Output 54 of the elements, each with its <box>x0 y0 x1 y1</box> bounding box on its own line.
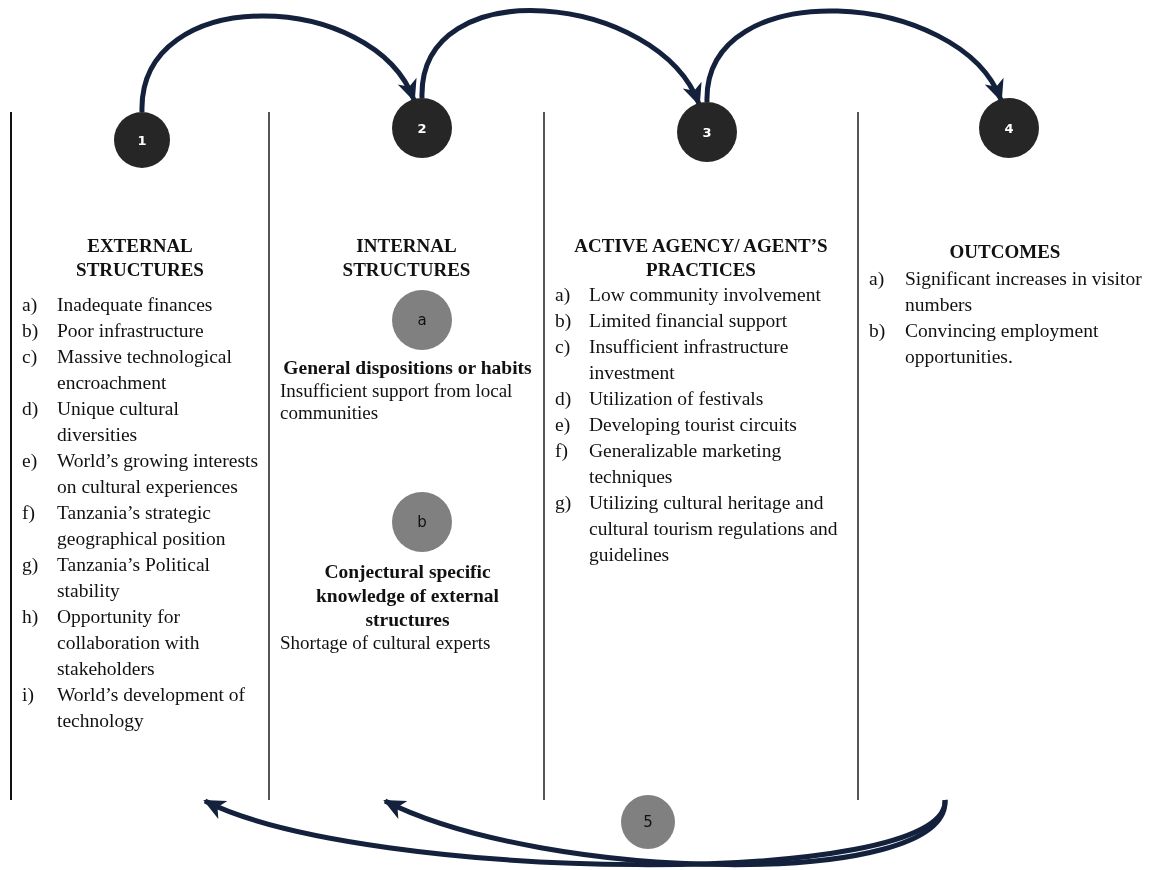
list-item: Tanzania’s strategic geographical position <box>57 501 227 551</box>
list-item: Developing tourist circuits <box>589 413 798 437</box>
list-marker: d) <box>555 387 572 411</box>
list-marker: a) <box>22 293 38 317</box>
curved-arrow <box>419 8 702 106</box>
column-heading: INTERNAL STRUCTURES <box>341 234 472 282</box>
list-item: Inadequate finances <box>57 293 214 317</box>
column-heading: EXTERNAL STRUCTURES <box>75 234 205 282</box>
list-item: World’s development of technology <box>57 683 246 733</box>
list-marker: f) <box>555 439 568 463</box>
list-marker: b) <box>555 309 572 333</box>
number-circle: 3 <box>677 102 737 162</box>
list-item: Tanzania’s Political stability <box>57 553 211 603</box>
list-marker: e) <box>555 413 571 437</box>
list-marker: i) <box>22 683 34 707</box>
letter-circle: b <box>392 492 452 552</box>
description-text: Insufficient support from local communities <box>280 380 514 424</box>
list-marker: c) <box>22 345 38 369</box>
list-marker: b) <box>22 319 39 343</box>
subheading: Conjectural specific knowledge of external structures <box>314 560 501 632</box>
list-marker: f) <box>22 501 35 525</box>
list-item: Generalizable marketing techniques <box>589 439 783 489</box>
number-circle: 1 <box>114 112 170 168</box>
list-item: Unique cultural diversities <box>57 397 180 447</box>
list-item: Utilizing cultural heritage and cultural tourism regulations and guidelines <box>589 491 839 567</box>
curved-arrow <box>704 8 1004 103</box>
number-circle: 4 <box>979 98 1039 158</box>
list-item: Convincing employment opportunities. <box>905 319 1100 369</box>
subheading: General dispositions or habits <box>282 356 533 380</box>
list-item: Massive technological encroachment <box>57 345 233 395</box>
letter-circle: a <box>392 290 452 350</box>
curved-arrow <box>383 798 948 868</box>
list-item: Utilization of festivals <box>589 387 765 411</box>
list-marker: g) <box>555 491 572 515</box>
list-marker: b) <box>869 319 886 343</box>
list-item: Poor infrastructure <box>57 319 205 343</box>
list-marker: h) <box>22 605 39 629</box>
list-item: Insufficient infrastructure investment <box>589 335 790 385</box>
list-marker: d) <box>22 397 39 421</box>
description-text: Shortage of cultural experts <box>280 632 492 654</box>
list-item: World’s growing interests on cultural experiences <box>57 449 259 499</box>
list-item: Low community involvement <box>589 283 822 307</box>
curved-arrow <box>139 13 417 113</box>
number-circle: 2 <box>392 98 452 158</box>
column-heading: OUTCOMES <box>948 240 1062 264</box>
list-marker: c) <box>555 335 571 359</box>
list-marker: a) <box>555 283 571 307</box>
list-item: Significant increases in visitor numbers <box>905 267 1143 317</box>
list-item: Limited financial support <box>589 309 789 333</box>
list-marker: g) <box>22 553 39 577</box>
letter-circle: 5 <box>621 795 675 849</box>
list-marker: e) <box>22 449 38 473</box>
list-item: Opportunity for collaboration with stakeholders <box>57 605 201 681</box>
list-marker: a) <box>869 267 885 291</box>
